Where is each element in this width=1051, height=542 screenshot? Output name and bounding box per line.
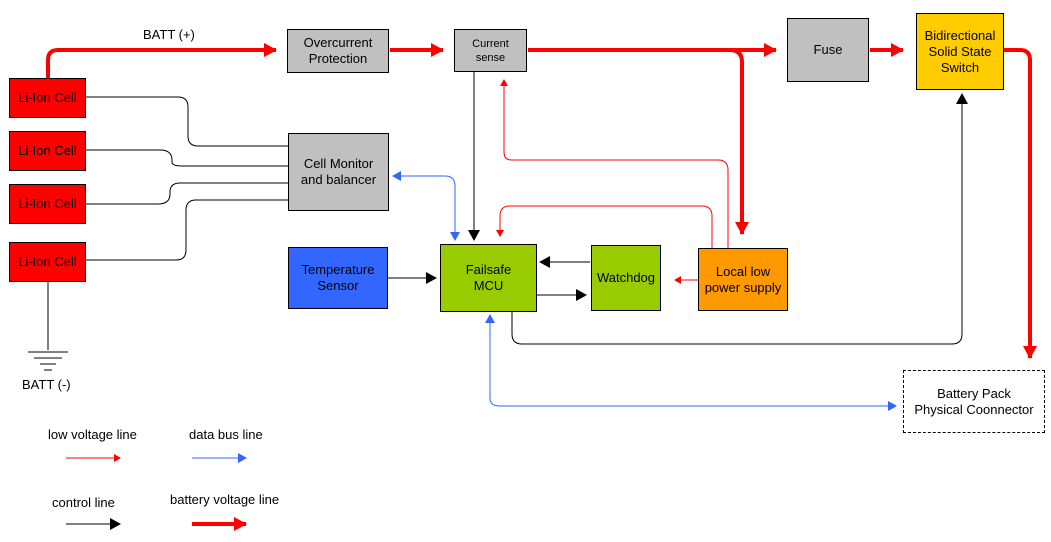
li-ion-cell-2: Li-Ion Cell: [9, 131, 86, 171]
low-voltage-lines: [496, 79, 729, 284]
battery-voltage-lines: [46, 43, 1037, 359]
li-ion-cell-3: Li-Ion Cell: [9, 184, 86, 224]
fuse-block: Fuse: [787, 18, 869, 82]
batt-minus-label: BATT (-): [22, 377, 71, 392]
li-ion-cell-4: Li-Ion Cell: [9, 242, 86, 282]
watchdog-block: Watchdog: [591, 245, 661, 311]
legend-control-label: control line: [52, 495, 115, 510]
batt-plus-label: BATT (+): [143, 27, 195, 42]
local-low-power-supply-block: Local low power supply: [698, 248, 788, 311]
li-ion-cell-1: Li-Ion Cell: [9, 78, 86, 118]
data-bus-lines: [392, 171, 897, 411]
failsafe-mcu-block: Failsafe MCU: [440, 244, 537, 312]
temperature-sensor-block: Temperature Sensor: [288, 247, 388, 309]
cell-monitor-block: Cell Monitor and balancer: [288, 133, 389, 211]
control-lines: [28, 72, 968, 371]
battery-pack-connector-block: Battery Pack Physical Coonnector: [903, 370, 1045, 433]
legend-data-bus-label: data bus line: [189, 427, 263, 442]
current-sense-block: Current sense: [454, 29, 527, 72]
legend-low-voltage-label: low voltage line: [48, 427, 137, 442]
overcurrent-protection-block: Overcurrent Protection: [287, 29, 389, 73]
legend-battery-voltage-label: battery voltage line: [170, 492, 280, 507]
bidirectional-switch-block: Bidirectional Solid State Switch: [916, 13, 1004, 90]
